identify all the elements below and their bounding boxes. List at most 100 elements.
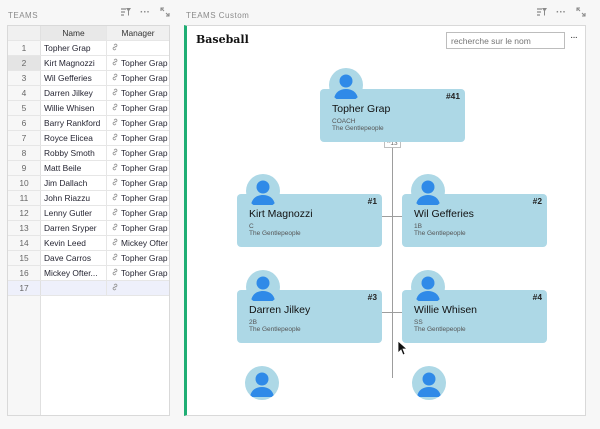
name-cell[interactable]: Matt Beile	[41, 161, 107, 175]
name-cell[interactable]: Darren Jilkey	[41, 86, 107, 100]
name-cell[interactable]: Darren Sryper	[41, 221, 107, 235]
row-number[interactable]: 11	[8, 191, 41, 205]
card-name: Kirt Magnozzi	[249, 208, 313, 220]
card-role: SS	[414, 319, 423, 326]
row-number[interactable]: 15	[8, 251, 41, 265]
column-header-manager[interactable]: Manager	[121, 28, 155, 38]
name-cell[interactable]: Royce Elicea	[41, 131, 107, 145]
name-cell[interactable]: Willie Whisen	[41, 101, 107, 115]
name-cell[interactable]: Dave Carros	[41, 251, 107, 265]
manager-cell[interactable]: Topher Grap	[107, 266, 169, 280]
manager-cell[interactable]: Topher Grap	[107, 116, 169, 130]
row-number[interactable]: 6	[8, 116, 41, 130]
jersey-number-badge: #2	[532, 196, 542, 206]
card-role: 2B	[249, 319, 257, 326]
manager-cell[interactable]: Topher Grap	[107, 101, 169, 115]
card-name: Wil Gefferies	[414, 208, 474, 220]
chart-more-icon[interactable]: ···	[570, 32, 578, 43]
name-search-input[interactable]	[446, 32, 565, 49]
row-number[interactable]: 16	[8, 266, 41, 280]
row-number[interactable]: 2	[8, 56, 41, 70]
manager-cell[interactable]: Topher Grap	[107, 131, 169, 145]
manager-cell[interactable]: Topher Grap	[107, 221, 169, 235]
manager-cell[interactable]	[107, 41, 169, 55]
row-number[interactable]: 10	[8, 176, 41, 190]
name-cell[interactable]: John Riazzu	[41, 191, 107, 205]
link-icon	[110, 88, 119, 98]
manager-cell[interactable]: Topher Grap	[107, 86, 169, 100]
name-cell[interactable]: Kirt Magnozzi	[41, 56, 107, 70]
row-number[interactable]: 17	[8, 281, 41, 295]
row-number[interactable]: 13	[8, 221, 41, 235]
manager-cell[interactable]: Topher Grap	[107, 191, 169, 205]
card-name: Willie Whisen	[414, 304, 478, 316]
name-cell[interactable]: Mickey Ofter...	[41, 266, 107, 280]
name-cell[interactable]: Topher Grap	[41, 41, 107, 55]
name-cell[interactable]: Wil Gefferies	[41, 71, 107, 85]
expand-icon[interactable]	[159, 6, 171, 18]
manager-cell[interactable]: Topher Grap	[107, 146, 169, 160]
name-cell[interactable]: Robby Smoth	[41, 146, 107, 160]
manager-cell[interactable]	[107, 281, 169, 295]
manager-name: Topher Grap	[121, 193, 168, 203]
row-number[interactable]: 1	[8, 41, 41, 55]
manager-cell[interactable]: Mickey Ofter	[107, 236, 169, 250]
manager-cell[interactable]: Topher Grap	[107, 56, 169, 70]
user-avatar-icon	[329, 68, 363, 102]
row-number[interactable]: 7	[8, 131, 41, 145]
more-icon[interactable]: ···	[556, 6, 566, 18]
link-icon	[110, 223, 119, 233]
link-icon	[110, 208, 119, 218]
manager-cell[interactable]: Topher Grap	[107, 161, 169, 175]
card-role: C	[249, 223, 254, 230]
manager-cell[interactable]: Topher Grap	[107, 206, 169, 220]
column-header-name[interactable]: Name	[41, 26, 107, 40]
row-number-gutter	[8, 296, 41, 415]
row-number[interactable]: 5	[8, 101, 41, 115]
manager-cell[interactable]: Topher Grap	[107, 71, 169, 85]
card-role: 1B	[414, 223, 422, 230]
row-number[interactable]: 12	[8, 206, 41, 220]
more-icon[interactable]: ···	[140, 6, 150, 18]
chart-title: Baseball	[196, 33, 249, 46]
row-number[interactable]: 8	[8, 146, 41, 160]
name-cell[interactable]: Kevin Leed	[41, 236, 107, 250]
row-number-header[interactable]	[8, 26, 41, 40]
name-cell[interactable]: Jim Dallach	[41, 176, 107, 190]
name-cell[interactable]: Lenny Gutler	[41, 206, 107, 220]
sort-filter-icon[interactable]	[119, 6, 131, 18]
connector-branch	[381, 312, 403, 313]
row-number[interactable]: 3	[8, 71, 41, 85]
row-number[interactable]: 14	[8, 236, 41, 250]
row-number[interactable]: 9	[8, 161, 41, 175]
jersey-number-badge: #3	[367, 292, 377, 302]
sort-filter-icon[interactable]	[535, 6, 547, 18]
manager-cell[interactable]: Topher Grap	[107, 176, 169, 190]
name-cell[interactable]: Barry Rankford	[41, 116, 107, 130]
row-number[interactable]: 4	[8, 86, 41, 100]
name-cell[interactable]	[41, 281, 107, 295]
card-role: COACH	[332, 118, 356, 125]
expand-icon[interactable]	[575, 6, 587, 18]
card-team: The Gentlepeople	[414, 230, 466, 237]
manager-name: Topher Grap	[121, 223, 168, 233]
manager-cell[interactable]: Topher Grap	[107, 251, 169, 265]
table-row[interactable]: 17	[8, 281, 169, 296]
